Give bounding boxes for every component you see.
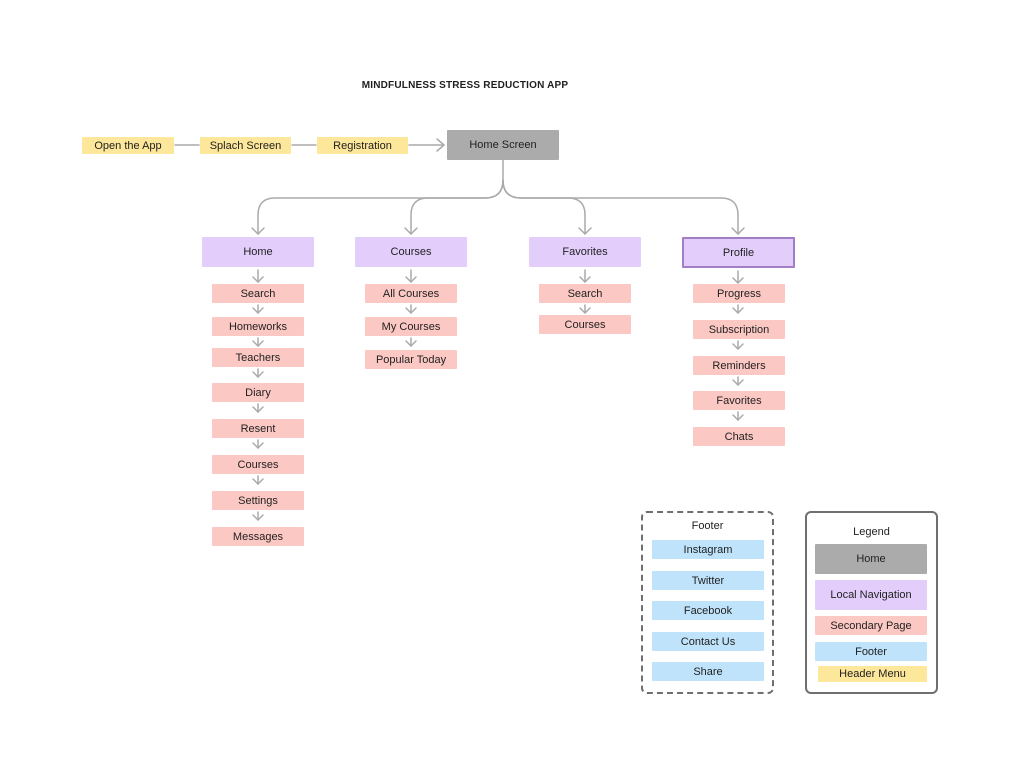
profile-item-favorites[interactable]: Favorites bbox=[693, 391, 785, 410]
profile-item-reminders[interactable]: Reminders bbox=[693, 356, 785, 375]
nav-favorites[interactable]: Favorites bbox=[529, 237, 641, 267]
nav-courses[interactable]: Courses bbox=[355, 237, 467, 267]
profile-item-progress[interactable]: Progress bbox=[693, 284, 785, 303]
profile-item-chats[interactable]: Chats bbox=[693, 427, 785, 446]
footer-item-share[interactable]: Share bbox=[652, 662, 764, 681]
home-item-courses[interactable]: Courses bbox=[212, 455, 304, 474]
legend-title: Legend bbox=[853, 526, 890, 538]
home-item-search[interactable]: Search bbox=[212, 284, 304, 303]
favorites-item-courses[interactable]: Courses bbox=[539, 315, 631, 334]
footer-item-instagram[interactable]: Instagram bbox=[652, 540, 764, 559]
splash-screen-node[interactable]: Splach Screen bbox=[200, 137, 291, 154]
home-item-diary[interactable]: Diary bbox=[212, 383, 304, 402]
footer-title: Footer bbox=[691, 520, 724, 532]
home-item-messages[interactable]: Messages bbox=[212, 527, 304, 546]
legend-item-header-menu: Header Menu bbox=[818, 666, 927, 682]
legend-item-local-navigation: Local Navigation bbox=[815, 580, 927, 610]
registration-node[interactable]: Registration bbox=[317, 137, 408, 154]
home-item-teachers[interactable]: Teachers bbox=[212, 348, 304, 367]
footer-item-facebook[interactable]: Facebook bbox=[652, 601, 764, 620]
nav-home[interactable]: Home bbox=[202, 237, 314, 267]
home-screen-node[interactable]: Home Screen bbox=[447, 130, 559, 160]
legend-panel: Legend bbox=[805, 511, 938, 694]
footer-panel: Footer bbox=[641, 511, 774, 694]
footer-item-twitter[interactable]: Twitter bbox=[652, 571, 764, 590]
legend-item-home: Home bbox=[815, 544, 927, 574]
open-app-node[interactable]: Open the App bbox=[82, 137, 174, 154]
page-title: MINDFULNESS STRESS REDUCTION APP bbox=[361, 80, 569, 91]
footer-item-contact-us[interactable]: Contact Us bbox=[652, 632, 764, 651]
legend-item-footer: Footer bbox=[815, 642, 927, 661]
favorites-item-search[interactable]: Search bbox=[539, 284, 631, 303]
courses-item-all-courses[interactable]: All Courses bbox=[365, 284, 457, 303]
nav-profile[interactable]: Profile bbox=[682, 237, 795, 268]
home-item-resent[interactable]: Resent bbox=[212, 419, 304, 438]
home-item-homeworks[interactable]: Homeworks bbox=[212, 317, 304, 336]
courses-item-my-courses[interactable]: My Courses bbox=[365, 317, 457, 336]
profile-item-subscription[interactable]: Subscription bbox=[693, 320, 785, 339]
home-item-settings[interactable]: Settings bbox=[212, 491, 304, 510]
courses-item-popular-today[interactable]: Popular Today bbox=[365, 350, 457, 369]
legend-item-secondary-page: Secondary Page bbox=[815, 616, 927, 635]
